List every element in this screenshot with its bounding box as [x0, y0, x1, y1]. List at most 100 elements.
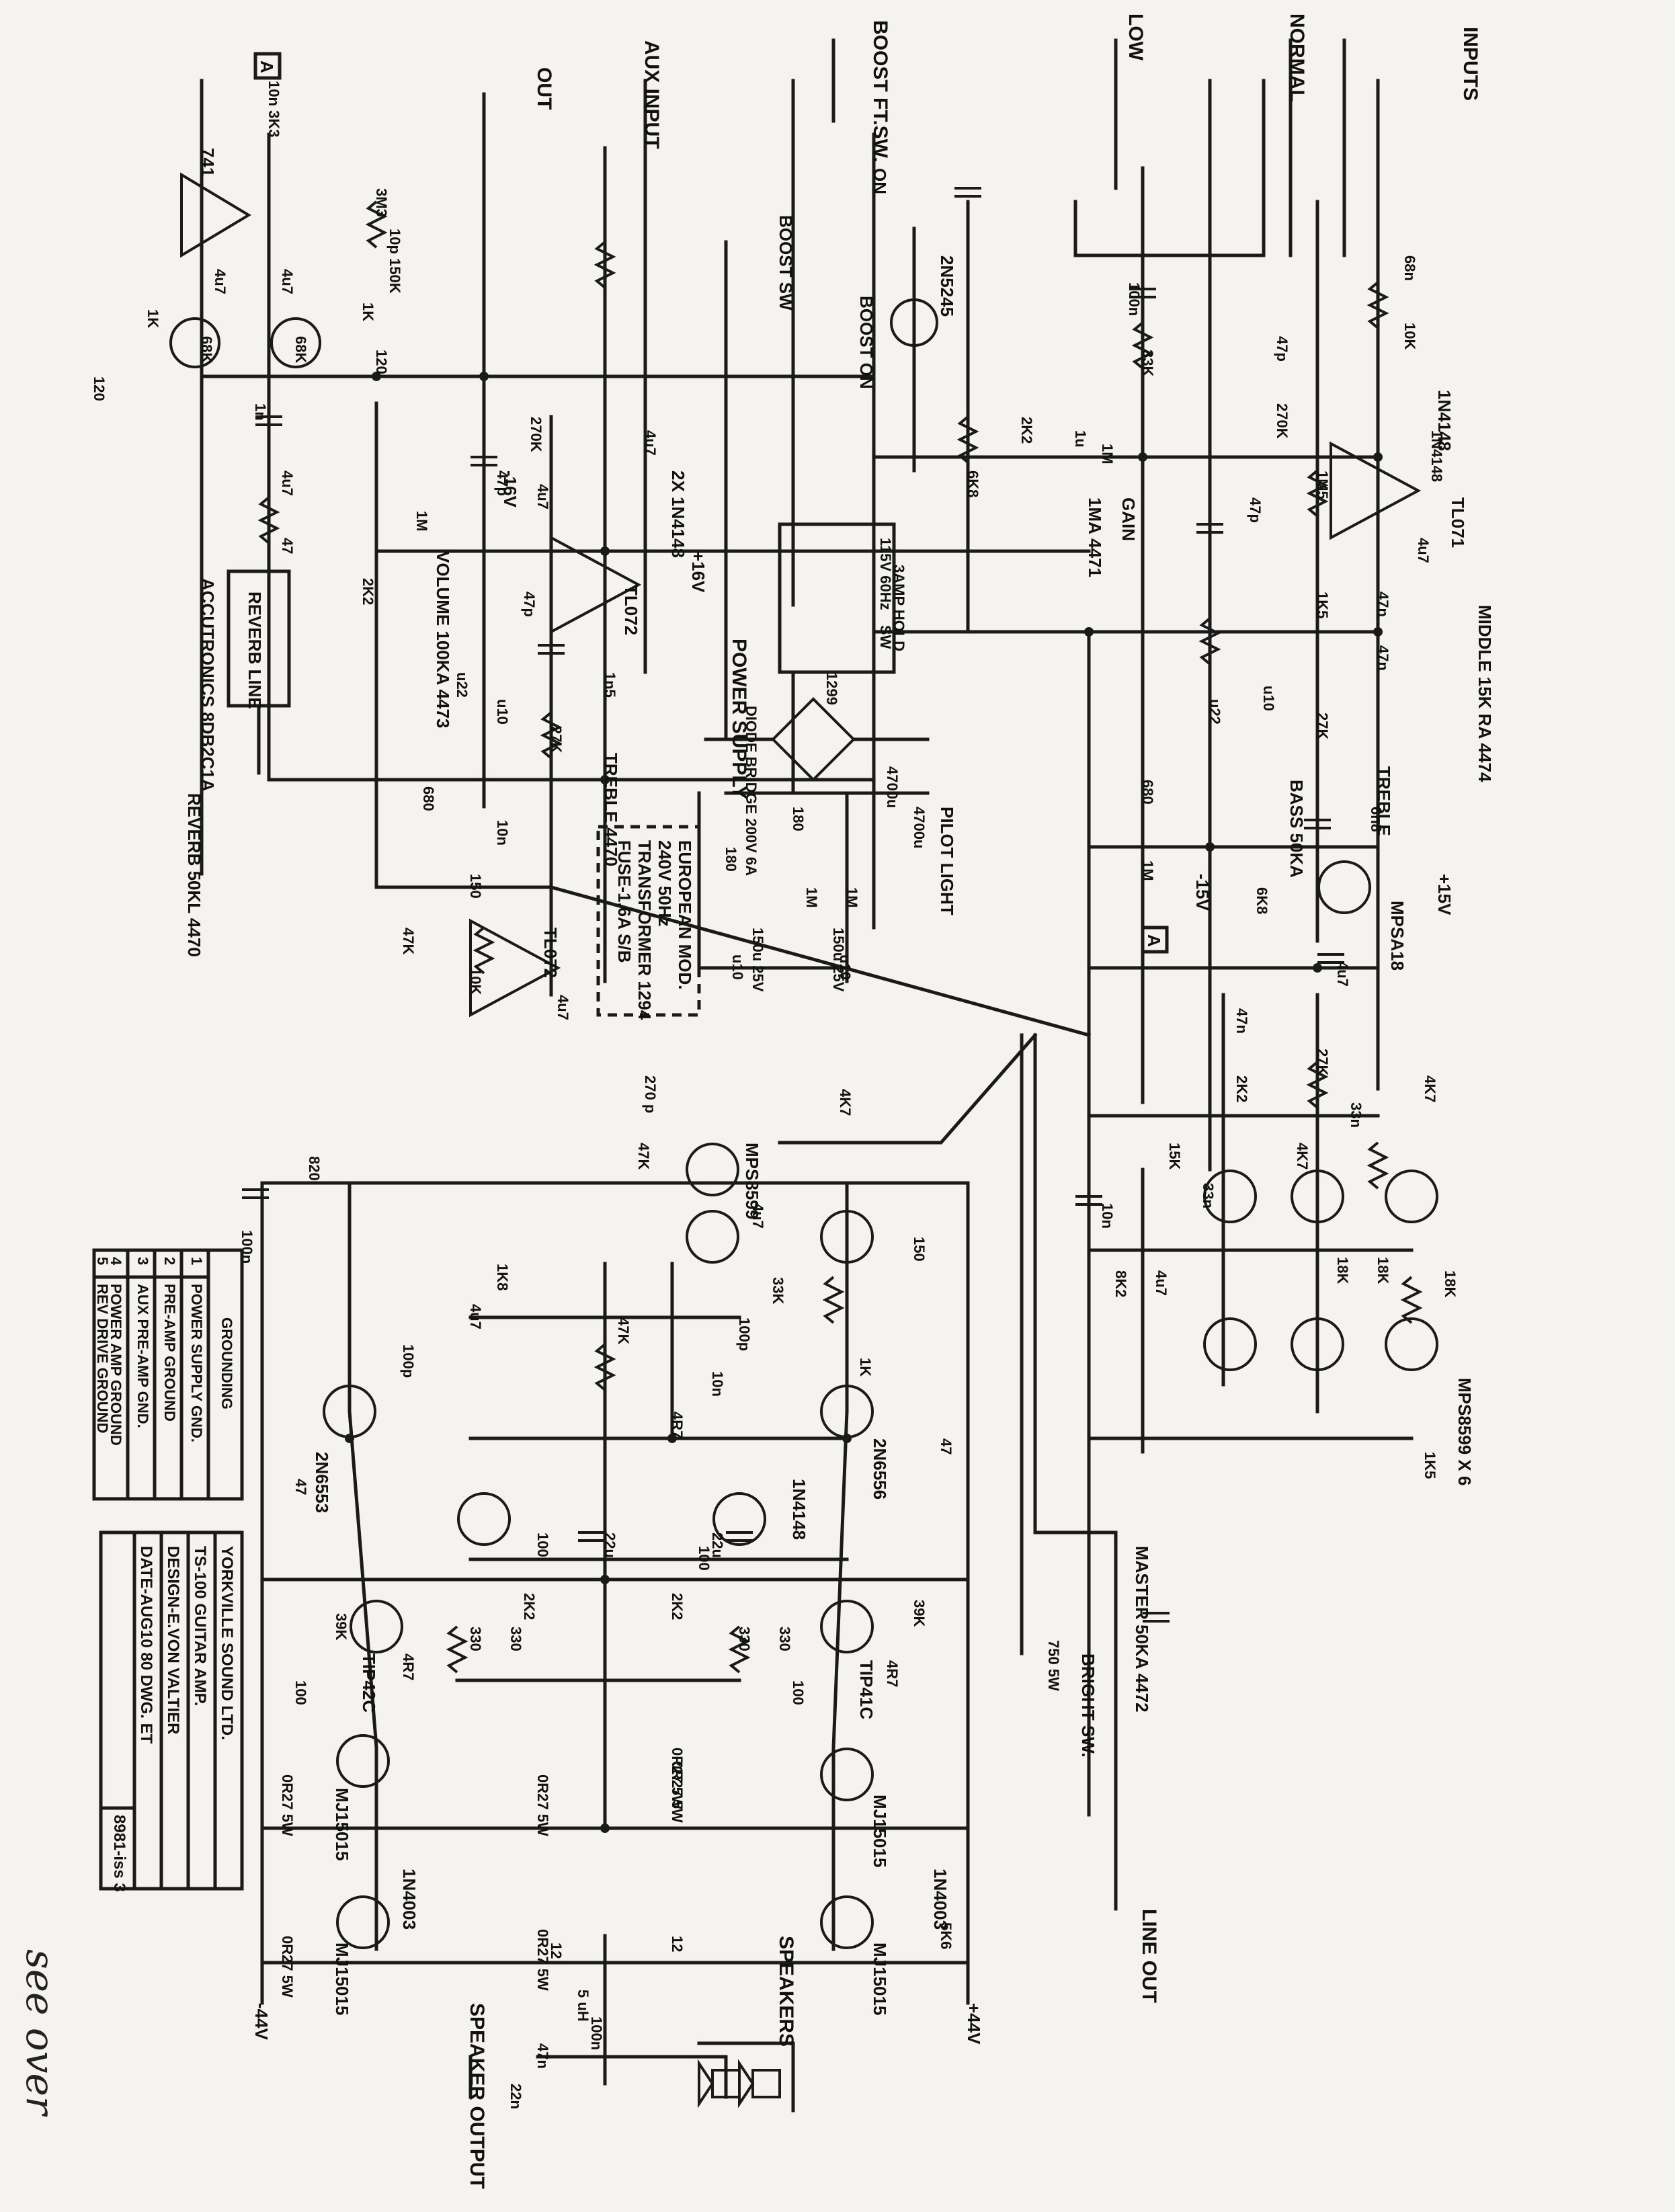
- component-value-1: 10K: [1401, 323, 1418, 350]
- label-treble-aux: TREBLE 4470: [601, 753, 621, 866]
- component-value-125: u10: [729, 954, 746, 980]
- component-value-22: 1M: [1139, 860, 1156, 881]
- component-value-5: 1M5: [1314, 470, 1331, 499]
- grounding-text-2: PRE-AMP GROUND: [161, 1284, 178, 1422]
- component-value-19: u22: [1207, 699, 1223, 725]
- label-boost-on: BOOST ON: [856, 296, 876, 389]
- component-value-81: 47K: [615, 1317, 632, 1344]
- component-value-30: 15K: [1166, 1143, 1183, 1170]
- component-value-86: 47: [938, 1438, 954, 1455]
- component-value-69: 10K: [467, 968, 484, 995]
- component-value-37: 4u7: [1153, 1270, 1170, 1296]
- component-value-24: 4u7: [1334, 961, 1351, 987]
- v-plus15: +15V: [1434, 874, 1455, 915]
- component-value-58: 2K2: [360, 578, 376, 605]
- d-1n4148-b: 2X 1N4148: [668, 470, 688, 558]
- component-value-110: 0R27 5W: [534, 1929, 551, 1991]
- component-value-100: 4R7: [884, 1660, 901, 1687]
- component-value-85: 4R7: [669, 1411, 686, 1438]
- component-value-45: 1K: [145, 309, 161, 328]
- grounding-num-3: 3: [134, 1257, 151, 1265]
- component-value-89: 100: [534, 1532, 551, 1557]
- label-inputs: INPUTS: [1459, 27, 1481, 101]
- component-value-117: 5K6: [938, 1922, 954, 1949]
- component-value-126: u10: [837, 954, 854, 980]
- v-minus44: -44V: [251, 2003, 272, 2041]
- transistor-symbols: [169, 298, 1438, 1949]
- component-value-70: 4u7: [555, 995, 571, 1020]
- component-value-50: 120: [91, 376, 108, 401]
- component-value-56: 4u7: [642, 430, 659, 456]
- capacitor-symbols: [242, 187, 1344, 1623]
- grounding-title: GROUNDING: [218, 1317, 235, 1409]
- label-on: ON: [870, 168, 890, 194]
- marker-a-2: A: [257, 60, 277, 73]
- european-note-line-2: 240V 50Hz: [655, 840, 675, 927]
- transformer-switch: SW: [877, 625, 894, 649]
- component-value-7: 100n: [1126, 282, 1143, 316]
- q-mj15015-d: MJ15015: [870, 1942, 890, 2015]
- grounding-num-1: 1: [188, 1257, 205, 1265]
- component-value-79: 1K8: [494, 1264, 511, 1291]
- component-value-38: 1K5: [1422, 1452, 1438, 1479]
- component-value-9: 1M: [1099, 444, 1116, 464]
- component-value-52: 4u7: [279, 470, 296, 496]
- component-value-109: 0R27 5W: [279, 1936, 296, 1998]
- q-mps8599x6: MPS8599 X 6: [1455, 1378, 1475, 1485]
- component-value-75: 820: [306, 1156, 323, 1181]
- european-note-line-4: FUSE-1.6A S/B: [614, 840, 635, 963]
- component-value-57: 1M: [413, 511, 430, 532]
- transformer-fuse: 3AMP HOLD: [891, 565, 907, 651]
- component-value-68: 47K: [400, 928, 417, 954]
- label-volume: VOLUME 100KA 4473: [433, 551, 453, 728]
- grounding-text-3: AUX PRE-AMP GND.: [134, 1284, 151, 1428]
- component-value-0: 68n: [1401, 255, 1418, 281]
- junction-dots: [345, 372, 1383, 1833]
- label-normal: NORMAL: [1286, 13, 1308, 102]
- component-value-26: 33n: [1348, 1102, 1364, 1128]
- title-model: TS-100 GUITAR AMP.: [191, 1546, 209, 1706]
- ic-tl071: TL071: [1448, 497, 1468, 548]
- component-value-12: 6K8: [965, 470, 981, 497]
- label-boost-ft-sw: BOOST FT.SW.: [869, 20, 891, 163]
- component-value-93: 2K2: [521, 1593, 538, 1620]
- schematic-wiring: [200, 38, 1414, 2099]
- v-plus44: +44V: [964, 2003, 984, 2045]
- label-reverb-line: REVERB LINE: [245, 591, 265, 709]
- grounding-num-4: 4: [108, 1257, 124, 1266]
- q-2n6556: 2N6556: [870, 1438, 890, 1500]
- component-value-67: 150: [467, 874, 484, 899]
- label-low: LOW: [1125, 13, 1147, 61]
- component-value-3: 270K: [1274, 403, 1291, 439]
- component-value-59: 47p: [521, 591, 538, 617]
- transformer-bridge: DIODE BRIDGE 200V 6A: [743, 706, 760, 876]
- title-company: YORKVILLE SOUND LTD.: [218, 1546, 236, 1740]
- component-value-105: 0R27 5W: [279, 1774, 296, 1836]
- label-power-supply: POWER SUPPLY: [728, 639, 750, 799]
- component-value-88: 47: [292, 1479, 309, 1495]
- speaker-symbols: [697, 2041, 795, 2113]
- component-value-122: 180: [723, 847, 739, 872]
- component-value-2: 47p: [1274, 336, 1291, 362]
- component-value-113: 5 uH: [575, 1990, 591, 2022]
- label-treble: TREBLE: [1374, 766, 1394, 836]
- control-labels: GAIN 1MA 4471 MIDDLE 15K RA 4474 TREBLE …: [184, 497, 1495, 1713]
- v-plus16: +16V: [688, 551, 708, 593]
- grounding-text-1: POWER SUPPLY GND.: [188, 1284, 205, 1442]
- q-mps8599: MPS8599: [742, 1143, 762, 1219]
- grounding-text-5: REV DRIVE GROUND: [94, 1284, 111, 1433]
- component-value-128: 1M: [844, 887, 860, 908]
- component-value-21: 680: [1139, 780, 1156, 805]
- label-bass: BASS 50KA: [1286, 780, 1307, 878]
- component-value-48: 1K: [360, 302, 376, 321]
- component-value-39: 18K: [1442, 1270, 1459, 1297]
- label-speakers: SPEAKERS: [775, 1936, 797, 2047]
- label-master: MASTER 50KA 4472: [1132, 1546, 1152, 1713]
- component-value-116: 22n: [507, 2084, 524, 2109]
- transformer-part: 1299: [823, 672, 840, 705]
- component-value-41: 3M3: [373, 188, 390, 217]
- marker-a-1: A: [1144, 934, 1164, 947]
- q-tip41c: TIP41C: [856, 1660, 876, 1719]
- component-value-98: 330: [776, 1627, 793, 1651]
- component-value-78: 33K: [770, 1277, 786, 1304]
